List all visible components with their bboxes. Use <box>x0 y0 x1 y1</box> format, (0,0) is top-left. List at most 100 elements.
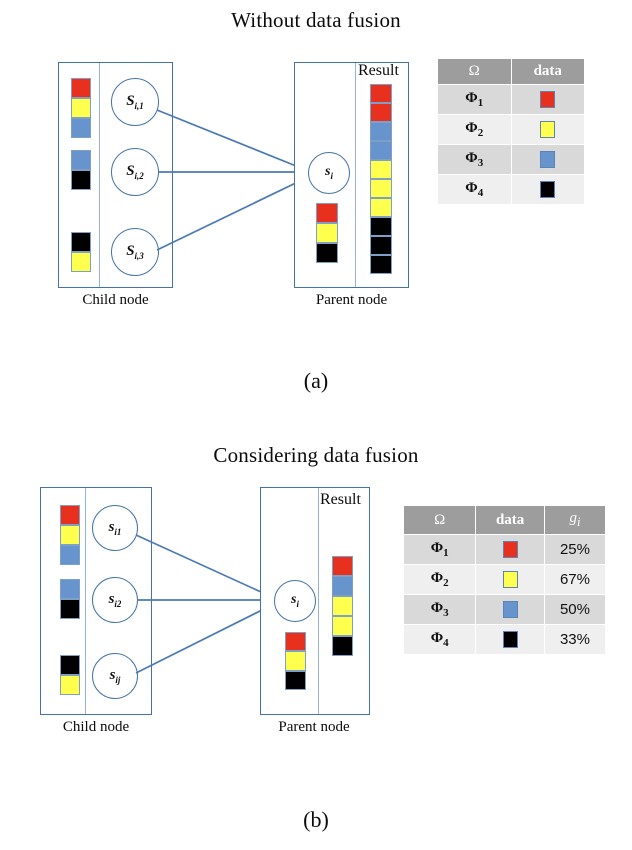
panel-b-parent-node-label: Parent node <box>278 719 350 735</box>
stack-segment <box>285 670 306 690</box>
stack-segment <box>316 242 338 263</box>
stack-segment <box>60 544 80 565</box>
legend-omega-cell: Φ2 <box>402 564 477 595</box>
legend-color-cell <box>475 534 545 565</box>
legend-color-cell <box>475 564 545 595</box>
panel-b-child-circle-3[interactable]: sij <box>92 653 138 699</box>
legend-header-gi: gi <box>543 505 607 535</box>
table-row: Φ2 67% <box>402 564 607 595</box>
circle-label: si2 <box>108 590 122 609</box>
legend-omega-cell: Φ4 <box>437 174 512 205</box>
stack-segment <box>332 596 353 616</box>
panel-b-legend-table: Ω data gi Φ1 25% Φ2 67% Φ3 50% Φ4 <box>402 505 607 655</box>
color-swatch-blue <box>540 151 556 169</box>
panel-a-child-circle-3[interactable]: Si,3 <box>111 228 159 276</box>
color-swatch-black <box>502 631 518 649</box>
panel-a-parent-stack <box>316 203 338 263</box>
panel-a-child-node-label: Child node <box>82 292 149 308</box>
panel-b-title: Considering data fusion <box>213 443 419 467</box>
stack-segment <box>332 556 353 576</box>
stack-segment <box>370 255 392 274</box>
panel-b-caption: (b) <box>303 807 329 832</box>
stack-segment <box>316 203 338 223</box>
stack-segment <box>71 97 91 118</box>
legend-header-data: data <box>510 58 585 85</box>
stack-segment <box>60 599 80 619</box>
legend-omega-cell: Φ2 <box>437 114 512 145</box>
panel-a-legend-table: Ω data Φ1 Φ2 Φ3 Φ4 <box>437 58 585 205</box>
stack-segment <box>370 217 392 236</box>
stack-segment <box>71 78 91 98</box>
table-row: Φ4 <box>437 174 585 205</box>
color-swatch-red <box>502 541 518 559</box>
legend-pct-cell: 50% <box>543 594 607 625</box>
panel-a-child-circle-2[interactable]: Si,2 <box>111 148 159 196</box>
stack-segment <box>71 252 91 272</box>
stack-segment <box>332 576 353 596</box>
table-row: Φ4 33% <box>402 624 607 655</box>
stack-segment <box>370 103 392 122</box>
stack-segment <box>71 232 91 252</box>
legend-pct-cell: 25% <box>543 534 607 565</box>
legend-omega-cell: Φ1 <box>437 84 512 115</box>
panel-a-child-circle-1[interactable]: Si,1 <box>111 78 159 126</box>
panel-a-child-stack-3 <box>71 232 91 272</box>
panel-without-data-fusion: Without data fusion Child node Si,1 Si,2… <box>58 8 585 393</box>
panel-b-child-stack-1 <box>60 505 80 565</box>
circle-label: Si,2 <box>126 162 144 181</box>
arrow-child1-to-parent <box>156 109 308 172</box>
panel-a-title: Without data fusion <box>231 8 401 32</box>
circle-label: si <box>291 592 299 609</box>
panel-b-result-label: Result <box>320 491 361 508</box>
panel-b-child-circle-2[interactable]: si2 <box>92 577 138 623</box>
panel-a-result-stack <box>370 84 392 274</box>
stack-segment <box>370 236 392 255</box>
color-swatch-red <box>540 91 556 109</box>
stack-segment <box>316 222 338 243</box>
stack-segment <box>332 616 353 636</box>
legend-omega-cell: Φ4 <box>402 624 477 655</box>
circle-label: Si,1 <box>126 92 144 111</box>
table-row: Φ1 <box>437 84 585 115</box>
panel-a-parent-circle[interactable]: si <box>308 152 350 194</box>
panel-b-parent-circle[interactable]: si <box>274 580 316 622</box>
table-row: Φ3 <box>437 144 585 175</box>
arrow-child3-to-parent <box>156 177 308 251</box>
panel-b-child-stack-2 <box>60 579 80 619</box>
legend-header-omega: Ω <box>402 505 477 535</box>
arrow-child3-to-parent <box>135 604 274 674</box>
table-header-row: Ω data <box>437 58 585 85</box>
panel-considering-data-fusion: Considering data fusion Child node si1 s… <box>0 425 632 850</box>
table-header-row: Ω data gi <box>402 505 607 535</box>
table-row: Φ2 <box>437 114 585 145</box>
legend-color-cell <box>510 174 585 205</box>
legend-omega-cell: Φ1 <box>402 534 477 565</box>
panel-a-result-label: Result <box>358 62 399 79</box>
legend-omega-cell: Φ3 <box>437 144 512 175</box>
stack-segment <box>71 170 91 190</box>
panel-a-child-stack-1 <box>71 78 91 138</box>
color-swatch-blue <box>502 601 518 619</box>
stack-segment <box>370 122 392 141</box>
legend-color-cell <box>510 114 585 145</box>
circle-label: si1 <box>108 518 122 537</box>
panel-b-child-node-label: Child node <box>62 719 130 735</box>
stack-segment <box>370 141 392 160</box>
panel-a-child-stack-2 <box>71 150 91 190</box>
stack-segment <box>370 84 392 103</box>
arrow-child1-to-parent <box>135 534 274 599</box>
legend-color-cell <box>510 144 585 175</box>
legend-omega-cell: Φ3 <box>402 594 477 625</box>
stack-segment <box>332 636 353 656</box>
legend-pct-cell: 67% <box>543 564 607 595</box>
stack-segment <box>71 117 91 138</box>
circle-label: sij <box>109 666 121 685</box>
child-box-divider <box>85 488 86 714</box>
stack-segment <box>285 632 306 652</box>
circle-label: Si,3 <box>126 242 144 261</box>
stack-segment <box>60 524 80 545</box>
stack-segment <box>60 655 80 675</box>
panel-a-caption: (a) <box>303 368 329 393</box>
legend-header-omega: Ω <box>437 58 512 85</box>
panel-b-child-circle-1[interactable]: si1 <box>92 505 138 551</box>
